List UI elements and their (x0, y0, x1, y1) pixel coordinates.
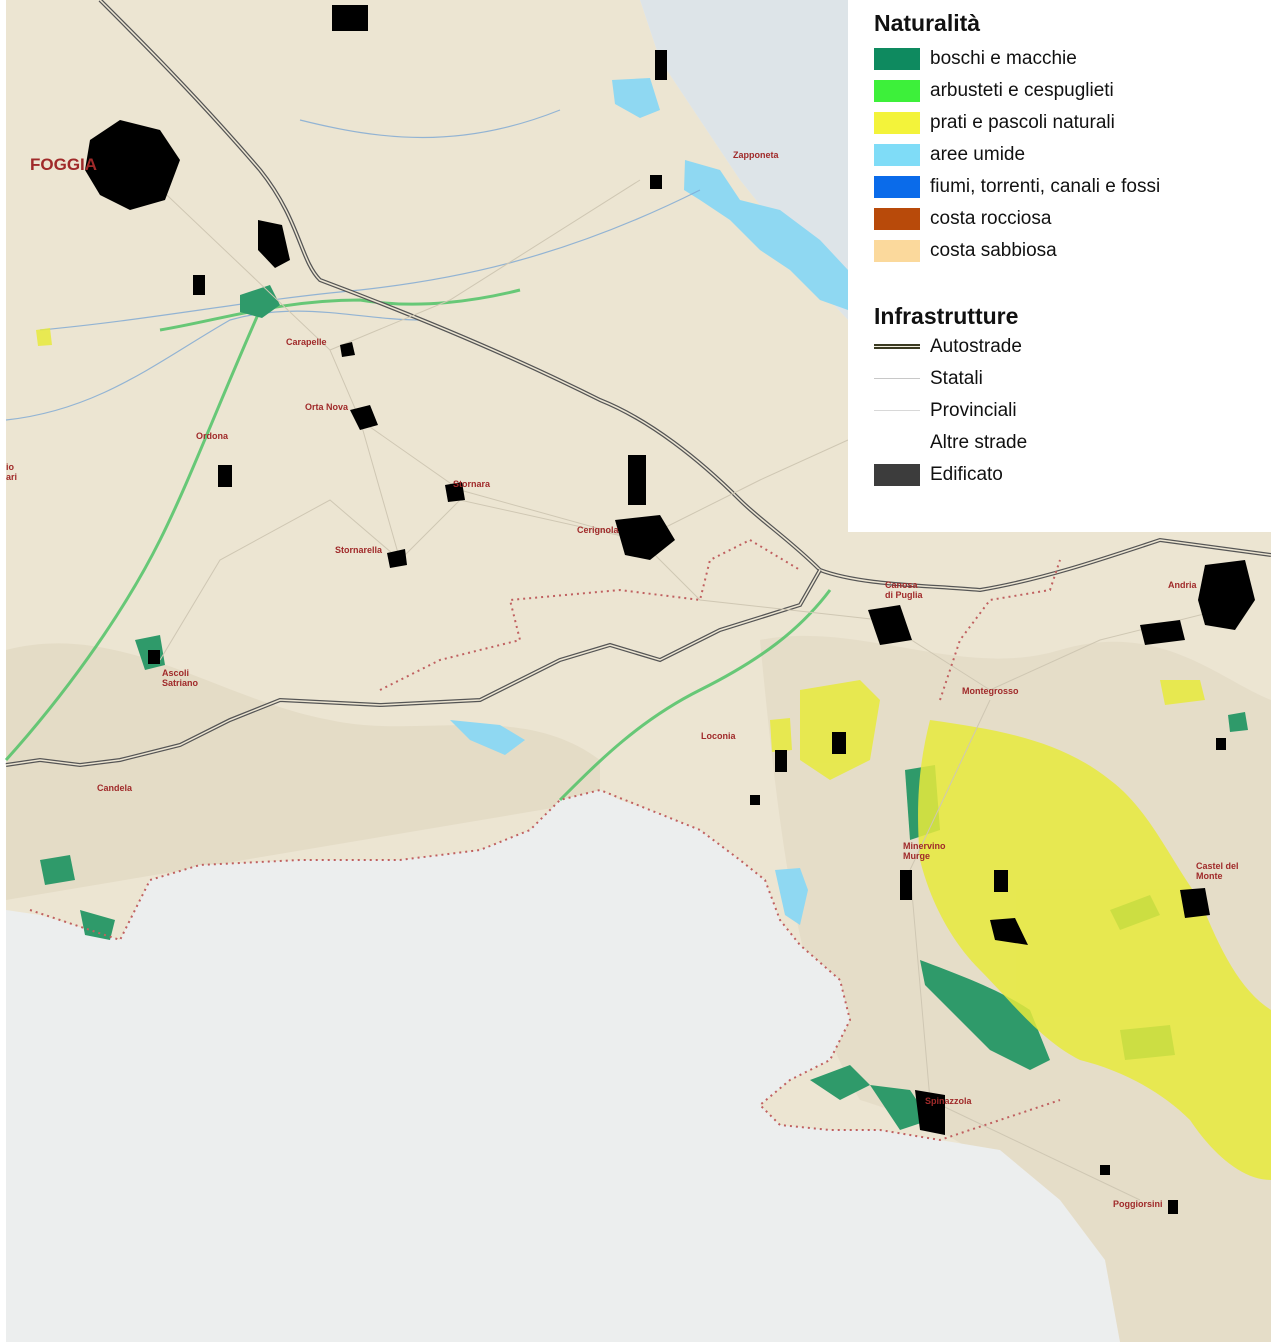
legend-title-naturalita: Naturalità (874, 10, 981, 36)
legend-item-edificato: Edificato (874, 463, 1003, 487)
place-label: Loconia (701, 731, 736, 741)
legend-label: fiumi, torrenti, canali e fossi (930, 176, 1161, 197)
legend-swatch-line (874, 368, 920, 390)
legend-swatch (874, 176, 920, 198)
legend-item-altre-strade: Altre strade (874, 431, 1027, 455)
place-label: Spinazzola (925, 1096, 973, 1106)
canosa-urban (868, 605, 912, 645)
legend-item-statali: Statali (874, 367, 983, 391)
place-label: Ordona (196, 431, 229, 441)
place-label: Satriano (162, 678, 199, 688)
legend-label: Altre strade (930, 432, 1028, 453)
legend-swatch-line (874, 336, 920, 358)
place-labels: FOGGIA Zapponeta Carapelle Orta Nova Ord… (6, 150, 1239, 1209)
legend-item-arbusteti: arbusteti e cespuglieti (874, 79, 1114, 103)
place-label: Cerignola (577, 525, 620, 535)
legend-swatch (874, 144, 920, 166)
place-label: di Puglia (885, 590, 923, 600)
place-label: FOGGIA (30, 155, 97, 174)
foggia-urban (85, 120, 180, 210)
legend-swatch (874, 208, 920, 230)
region-border (29, 539, 1061, 1142)
place-label: Andria (1168, 580, 1197, 590)
place-label: Monte (1196, 871, 1223, 881)
legend-item-costa-sabbiosa: costa sabbiosa (874, 239, 1057, 263)
legend-label: boschi e macchie (930, 48, 1077, 69)
place-label: ari (6, 472, 17, 482)
legend-swatch-line (874, 432, 920, 454)
legend: Naturalità boschi e macchie arbusteti e … (848, 0, 1271, 532)
rivers (5, 109, 701, 421)
place-label: Murge (903, 851, 930, 861)
legend-label: Edificato (930, 464, 1003, 485)
legend-title-infrastrutture: Infrastrutture (874, 303, 1019, 329)
wetlands (450, 78, 848, 925)
place-label: Zapponeta (733, 150, 779, 160)
pastures (36, 328, 1271, 1180)
legend-item-prati: prati e pascoli naturali (874, 111, 1115, 135)
spinazzola-urban (915, 1090, 945, 1135)
place-label: Montegrosso (962, 686, 1019, 696)
place-label: Carapelle (286, 337, 327, 347)
place-label: Stornarella (335, 545, 383, 555)
cerignola-urban (615, 515, 675, 560)
place-label: Candela (97, 783, 133, 793)
legend-swatch (874, 112, 920, 134)
andria-urban (1198, 560, 1255, 630)
place-label: Minervino (903, 841, 946, 851)
legend-label: Statali (930, 368, 983, 389)
built-up (85, 5, 1255, 1214)
place-label: Ascoli (162, 668, 189, 678)
legend-label: Provinciali (930, 400, 1017, 421)
legend-swatch (874, 80, 920, 102)
legend-label: prati e pascoli naturali (930, 112, 1115, 133)
legend-label: costa sabbiosa (930, 240, 1057, 261)
legend-swatch (874, 464, 920, 486)
legend-label: arbusteti e cespuglieti (930, 80, 1114, 101)
green-vegetation (4, 288, 832, 802)
place-label: io (6, 462, 15, 472)
place-label: Castel del (1196, 861, 1239, 871)
place-label: Poggiorsini (1113, 1199, 1163, 1209)
legend-item-costa-rocciosa: costa rocciosa (874, 207, 1051, 231)
legend-swatch (874, 48, 920, 70)
legend-label: aree umide (930, 144, 1026, 165)
place-label: Canosa (885, 580, 919, 590)
legend-label: costa rocciosa (930, 208, 1052, 229)
legend-item-provinciali: Provinciali (874, 399, 1017, 423)
legend-item-boschi: boschi e macchie (874, 47, 1077, 71)
legend-swatch-line (874, 400, 920, 422)
legend-item-aree-umide: aree umide (874, 143, 1025, 167)
highways (5, 0, 1271, 768)
legend-item-fiumi: fiumi, torrenti, canali e fossi (874, 175, 1160, 199)
legend-item-autostrade: Autostrade (874, 335, 1022, 359)
legend-label: Autostrade (930, 336, 1022, 357)
place-label: Orta Nova (305, 402, 349, 412)
legend-swatch (874, 240, 920, 262)
place-label: Stornara (453, 479, 491, 489)
